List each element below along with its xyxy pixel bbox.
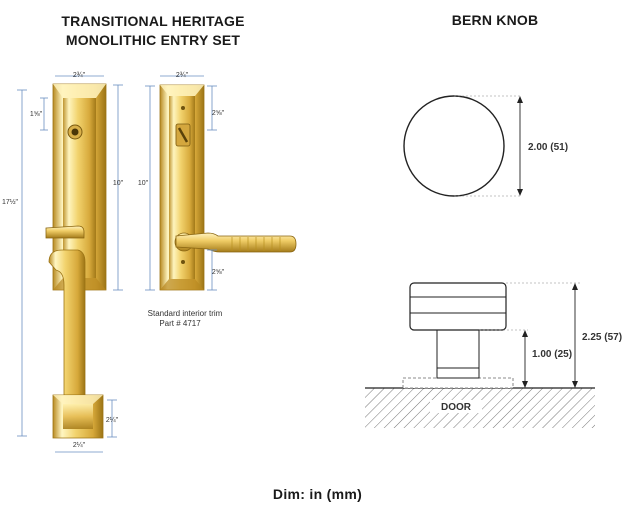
bern-knob-title: BERN KNOB [451, 12, 539, 28]
units-footer: Dim: in (mm) [272, 486, 363, 502]
trim-height-label: 10" [138, 180, 149, 187]
knob-projection-label: 2.25 (57) [582, 332, 622, 343]
bern-knob-side-view [365, 282, 595, 428]
knob-neck-height-label: 1.00 (25) [532, 349, 572, 360]
overall-height-label: 17½" [2, 198, 19, 206]
handleset-top-width-label: 2¾" [73, 72, 86, 79]
exterior-dimension-lines [17, 75, 123, 453]
interior-dimension-lines [145, 75, 217, 291]
door-label-background [430, 400, 482, 413]
exterior-handleset [45, 83, 107, 439]
entry-set-title-line2: MONOLITHIC ENTRY SET [65, 32, 241, 48]
trim-top-width-label: 2¾" [176, 72, 189, 79]
bottom-height-label: 2¼" [106, 417, 119, 424]
trim-lower-spacing-label: 2⅝" [212, 269, 225, 276]
entry-set-title-line1: TRANSITIONAL HERITAGE [61, 13, 245, 29]
knob-diameter-label: 2.00 (51) [528, 142, 568, 153]
deadbolt-drop-label: 1⅝" [30, 111, 43, 118]
trim-upper-spacing-label: 2⅝" [212, 110, 225, 117]
bottom-width-label: 2¼" [73, 442, 86, 449]
interior-trim [159, 84, 297, 291]
bern-knob-front-view [403, 95, 523, 197]
entry-set-title: TRANSITIONAL HERITAGE MONOLITHIC ENTRY S… [28, 12, 278, 50]
door-label: DOOR [441, 402, 472, 413]
trim-caption-line1: Standard interior trim [148, 309, 223, 318]
escutcheon-height-label: 10" [113, 180, 124, 187]
trim-caption-line2: Part # 4717 [159, 319, 201, 328]
